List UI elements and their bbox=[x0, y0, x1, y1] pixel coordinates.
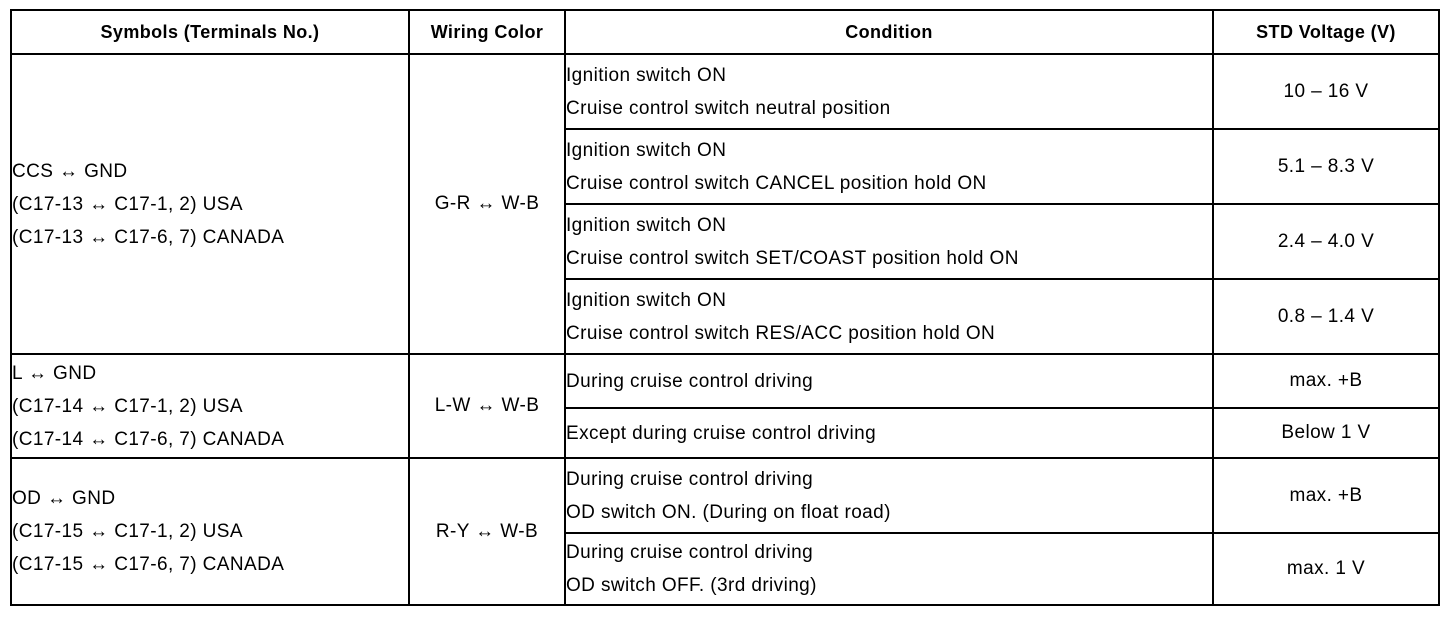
header-condition: Condition bbox=[564, 9, 1214, 55]
wiring-color-cell: R-Y ↔ W-B bbox=[408, 457, 566, 606]
voltage-cell: max. +B bbox=[1212, 457, 1440, 534]
voltage-cell: Below 1 V bbox=[1212, 407, 1440, 459]
table-row: Except during cruise control driving Bel… bbox=[11, 407, 1440, 459]
symbol-line: (C17-13 ↔ C17-1, 2) USA bbox=[12, 193, 243, 215]
voltage-cell: 0.8 – 1.4 V bbox=[1212, 278, 1440, 355]
symbol-line: (C17-15 ↔ C17-1, 2) USA bbox=[12, 521, 243, 542]
voltage-cell: max. +B bbox=[1212, 353, 1440, 409]
table-row: Ignition switch ON Cruise control switch… bbox=[11, 203, 1440, 280]
voltage-cell: max. 1 V bbox=[1212, 532, 1440, 606]
symbol-cell-ccs: CCS ↔ GND (C17-13 ↔ C17-1, 2) USA (C17-1… bbox=[10, 53, 410, 355]
voltage-spec-table: Symbols (Terminals No.) Wiring Color Con… bbox=[10, 9, 1440, 606]
condition-line: Ignition switch ON bbox=[566, 139, 727, 161]
wiring-color-cell: L-W ↔ W-B bbox=[408, 353, 566, 459]
condition-line: Cruise control switch SET/COAST position… bbox=[566, 247, 1019, 269]
condition-line: OD switch ON. (During on float road) bbox=[566, 501, 891, 523]
table-row: CCS ↔ GND (C17-13 ↔ C17-1, 2) USA (C17-1… bbox=[10, 53, 1440, 355]
voltage-cell: 2.4 – 4.0 V bbox=[1212, 203, 1440, 280]
condition-line: Ignition switch ON bbox=[566, 214, 727, 236]
condition-line: Cruise control switch neutral position bbox=[566, 97, 891, 119]
condition-line: During cruise control driving bbox=[566, 370, 814, 392]
table-row: L ↔ GND (C17-14 ↔ C17-1, 2) USA (C17-14 … bbox=[10, 353, 1440, 459]
symbol-line: L ↔ GND bbox=[12, 362, 97, 384]
table-row: Ignition switch ON Cruise control switch… bbox=[11, 278, 1440, 355]
condition-line: During cruise control driving bbox=[566, 542, 814, 563]
condition-cell: Ignition switch ON Cruise control switch… bbox=[564, 53, 1214, 130]
wiring-color-cell: G-R ↔ W-B bbox=[408, 53, 566, 355]
condition-cell: Except during cruise control driving bbox=[564, 407, 1214, 459]
condition-line: Except during cruise control driving bbox=[566, 422, 877, 444]
header-symbols: Symbols (Terminals No.) bbox=[10, 9, 410, 55]
condition-line: Cruise control switch RES/ACC position h… bbox=[566, 322, 996, 344]
symbol-line: CCS ↔ GND bbox=[12, 160, 128, 182]
header-row: Symbols (Terminals No.) Wiring Color Con… bbox=[10, 9, 1440, 55]
symbol-line: (C17-14 ↔ C17-1, 2) USA bbox=[12, 395, 243, 417]
condition-cell: Ignition switch ON Cruise control switch… bbox=[564, 278, 1214, 355]
table-row: During cruise control driving OD switch … bbox=[11, 532, 1440, 606]
voltage-cell: 5.1 – 8.3 V bbox=[1212, 128, 1440, 205]
condition-cell: Ignition switch ON Cruise control switch… bbox=[564, 203, 1214, 280]
symbol-line: (C17-13 ↔ C17-6, 7) CANADA bbox=[12, 226, 285, 248]
condition-cell: During cruise control driving OD switch … bbox=[564, 532, 1214, 606]
header-std-voltage: STD Voltage (V) bbox=[1212, 9, 1440, 55]
condition-line: OD switch OFF. (3rd driving) bbox=[566, 575, 817, 596]
condition-line: Ignition switch ON bbox=[566, 289, 727, 311]
symbol-line: (C17-14 ↔ C17-6, 7) CANADA bbox=[12, 428, 285, 450]
symbol-cell-l: L ↔ GND (C17-14 ↔ C17-1, 2) USA (C17-14 … bbox=[10, 353, 410, 459]
condition-line: Cruise control switch CANCEL position ho… bbox=[566, 172, 987, 194]
voltage-cell: 10 – 16 V bbox=[1212, 53, 1440, 130]
table-row: Ignition switch ON Cruise control switch… bbox=[11, 128, 1440, 205]
symbol-line: OD ↔ GND bbox=[12, 488, 116, 509]
table-row: OD ↔ GND (C17-15 ↔ C17-1, 2) USA (C17-15… bbox=[10, 457, 1440, 606]
condition-cell: During cruise control driving OD switch … bbox=[564, 457, 1214, 534]
symbol-line: (C17-15 ↔ C17-6, 7) CANADA bbox=[12, 554, 285, 575]
condition-cell: During cruise control driving bbox=[564, 353, 1214, 409]
condition-line: Ignition switch ON bbox=[566, 64, 727, 86]
symbol-cell-od: OD ↔ GND (C17-15 ↔ C17-1, 2) USA (C17-15… bbox=[10, 457, 410, 606]
condition-line: During cruise control driving bbox=[566, 468, 814, 490]
header-wiring-color: Wiring Color bbox=[408, 9, 566, 55]
condition-cell: Ignition switch ON Cruise control switch… bbox=[564, 128, 1214, 205]
